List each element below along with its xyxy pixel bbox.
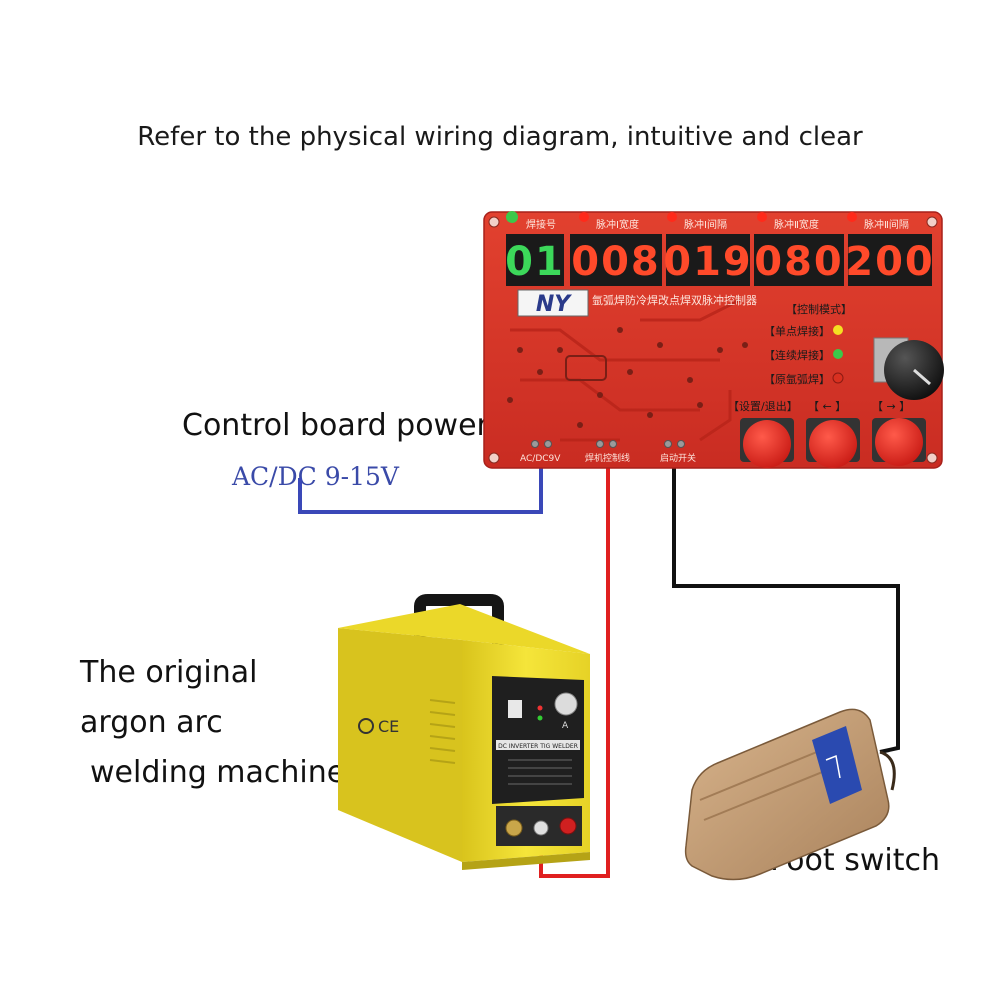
ce-mark: CE	[378, 717, 399, 736]
power-switch[interactable]	[508, 700, 522, 718]
display-pulse2-interval: 200	[845, 239, 935, 285]
output-terminal-negative	[505, 819, 523, 837]
control-socket	[533, 820, 549, 836]
foot-switch	[684, 708, 896, 881]
display-pulse2-width: 080	[754, 239, 844, 285]
led-mode-single	[833, 325, 843, 335]
mode-title: 【控制模式】	[786, 302, 852, 316]
voltage-label: AC/DC 9-15V	[232, 462, 399, 491]
seven-segment-displays: 01 008 019 080 200	[505, 234, 935, 286]
led-pulse1-width	[579, 212, 589, 222]
welder-label-line-1: The original	[80, 655, 258, 690]
led-mode-original	[832, 372, 844, 384]
dial-unit: A	[562, 721, 569, 731]
led-mode-continuous	[833, 349, 843, 359]
board-logo: NY	[536, 292, 572, 317]
diagram-heading: Refer to the physical wiring diagram, in…	[137, 122, 863, 152]
welder-logo-icon	[358, 718, 374, 734]
led-weld-number	[506, 211, 518, 223]
mode-single-label: 【单点焊接】	[764, 324, 830, 338]
terminal-welder-label: 焊机控制线	[585, 452, 630, 464]
welder-label-line-2: argon arc	[80, 705, 223, 740]
mode-continuous-label: 【连续焊接】	[764, 348, 830, 362]
right-button[interactable]	[872, 418, 926, 466]
mode-original-label: 【原氩弧焊】	[764, 372, 830, 386]
switch-wire	[672, 458, 900, 754]
led-pulse1-interval	[667, 212, 677, 222]
board-title: 氩弧焊防冷焊改点焊双脉冲控制器	[592, 293, 757, 307]
terminal-power-label: AC/DC9V	[520, 454, 561, 464]
control-board: 焊接号 脉冲Ⅰ宽度 脉冲Ⅰ间隔 脉冲Ⅱ宽度 脉冲Ⅱ间隔 01 008 019 0…	[483, 211, 944, 469]
right-label: 【 → 】	[872, 400, 910, 413]
set-exit-button[interactable]	[740, 418, 794, 468]
welder-brand-plate: DC INVERTER TIG WELDER	[498, 743, 578, 750]
mode-knob[interactable]	[873, 337, 944, 400]
left-label: 【 ← 】	[808, 400, 846, 413]
control-board-power-label: Control board power	[182, 408, 489, 443]
output-terminal-positive	[559, 817, 577, 835]
led-pulse2-width	[757, 212, 767, 222]
set-exit-label: 【设置/退出】	[728, 399, 798, 413]
power-wire	[298, 452, 543, 514]
display-weld-number: 01	[505, 239, 565, 285]
indicator-label: 脉冲Ⅰ宽度	[596, 218, 639, 231]
indicator-label: 脉冲Ⅱ宽度	[774, 218, 819, 231]
indicator-label: 焊接号	[526, 218, 556, 231]
welding-machine: CE A DC INVERTER TIG WELDER	[338, 594, 590, 870]
welder-label-line-3: welding machine	[90, 755, 346, 790]
display-pulse1-width: 008	[571, 239, 661, 285]
current-dial[interactable]	[554, 692, 578, 716]
terminal-switch-label: 启动开关	[660, 452, 696, 464]
indicator-label: 脉冲Ⅱ间隔	[864, 218, 909, 231]
display-pulse1-interval: 019	[663, 239, 753, 285]
left-button[interactable]	[806, 418, 860, 468]
led-pulse2-interval	[847, 212, 857, 222]
indicator-label: 脉冲Ⅰ间隔	[684, 218, 727, 231]
